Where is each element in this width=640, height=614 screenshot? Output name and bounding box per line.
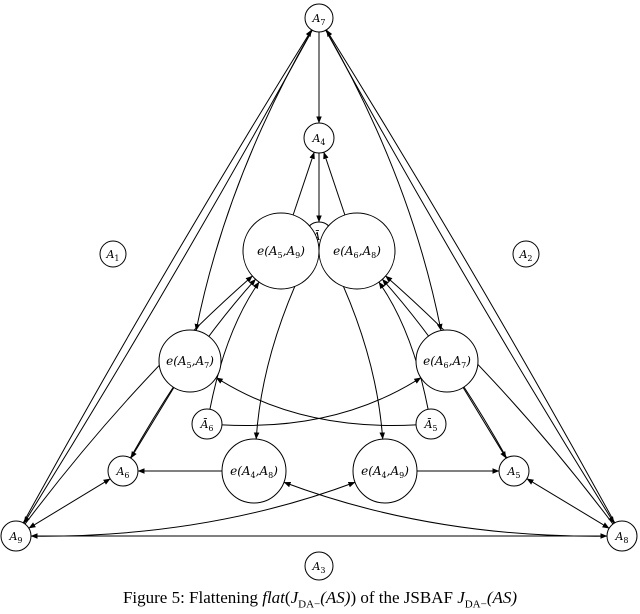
node-eA6A7: e(A6,A7) [415, 329, 479, 393]
node-label: e(A6,A7) [423, 354, 471, 370]
node-label: A2 [518, 248, 532, 263]
node-label: e(A6,A8) [333, 244, 381, 260]
node-A9: A9 [0, 520, 32, 552]
edge-A9-A7 [22, 29, 313, 524]
edge-A8-A5 [526, 478, 610, 529]
edge-eA5A7-A6 [130, 387, 175, 459]
edge-A5bar-eA6A8 [378, 281, 429, 410]
edge-A9-eA5A9 [24, 275, 253, 525]
caption-middle: of the JSBAF [356, 588, 458, 607]
node-label: A6 [115, 465, 129, 480]
node-A6bar: Ā6 [191, 408, 223, 440]
edge-A6bar-eA5A9 [209, 281, 260, 410]
node-label: e(A5,A7) [166, 354, 214, 370]
edge-A6bar-eA6A7 [221, 377, 422, 426]
node-label: e(A4,A8) [230, 464, 278, 480]
edge-A8-eA4A8 [283, 481, 608, 537]
node-eA6A8: e(A6,A8) [318, 212, 396, 290]
node-label: e(A4,A9) [361, 464, 409, 480]
caption-j: J [290, 588, 299, 607]
node-label: Ā6 [199, 418, 213, 433]
caption-as-outer: (AS) [486, 588, 518, 607]
node-A4: A4 [303, 122, 335, 154]
node-eA4A9: e(A4,A9) [352, 438, 418, 504]
node-A1: A1 [99, 240, 127, 268]
node-A3: A3 [304, 551, 334, 581]
node-label: A4 [311, 132, 325, 147]
node-A5bar: Ā5 [415, 408, 447, 440]
caption-close-paren: ) [350, 588, 357, 607]
edge-eA5A9-A4 [292, 151, 315, 216]
edge-A7-A8 [325, 30, 615, 524]
caption-subscript: DA− [298, 598, 321, 611]
node-eA5A7: e(A5,A7) [158, 329, 222, 393]
node-label: A8 [614, 530, 628, 545]
node-label: e(A5,A9) [257, 244, 305, 260]
node-label: Ā5 [423, 418, 437, 433]
node-label: A1 [105, 248, 119, 263]
node-eA4A8: e(A4,A8) [221, 438, 287, 504]
edge-A7-A9 [23, 30, 313, 524]
caption-prefix: Figure 5: Flattening [122, 588, 263, 607]
node-label: A5 [506, 465, 520, 480]
edge-A9-eA4A9 [30, 481, 356, 537]
edge-eA6A8-A4 [323, 151, 346, 216]
edge-eA6A7-A5 [462, 387, 507, 459]
node-eA5A9: e(A5,A9) [242, 212, 320, 290]
node-label: A7 [311, 12, 325, 27]
edge-A5bar-eA5A7 [215, 377, 417, 426]
caption-subscript-2: DA− [464, 598, 487, 611]
node-A2: A2 [512, 240, 540, 268]
flattening-graph: A7A4Ā4e(A5,A9)e(A6,A8)A1A2e(A5,A7)e(A6,A… [0, 3, 638, 581]
node-label: A3 [311, 560, 325, 575]
edge-A8-A7 [325, 29, 616, 524]
node-A5: A5 [498, 455, 530, 487]
figure-caption: Figure 5: Flattening flat(JDA−(AS)) of t… [0, 588, 640, 610]
caption-j2: J [457, 588, 465, 607]
edge-A9-A6 [28, 478, 111, 529]
caption-as-inner: (AS) [320, 588, 351, 607]
node-label: A9 [8, 530, 22, 545]
caption-flat: flat [262, 588, 285, 607]
caption-open-paren: ( [284, 588, 291, 607]
edge-A7-eA5A7 [194, 29, 313, 331]
edge-A8-eA6A8 [385, 275, 614, 525]
edge-A7-eA6A7 [325, 29, 443, 331]
node-A6: A6 [107, 455, 139, 487]
node-A7: A7 [304, 3, 334, 33]
node-A8: A8 [606, 520, 638, 552]
